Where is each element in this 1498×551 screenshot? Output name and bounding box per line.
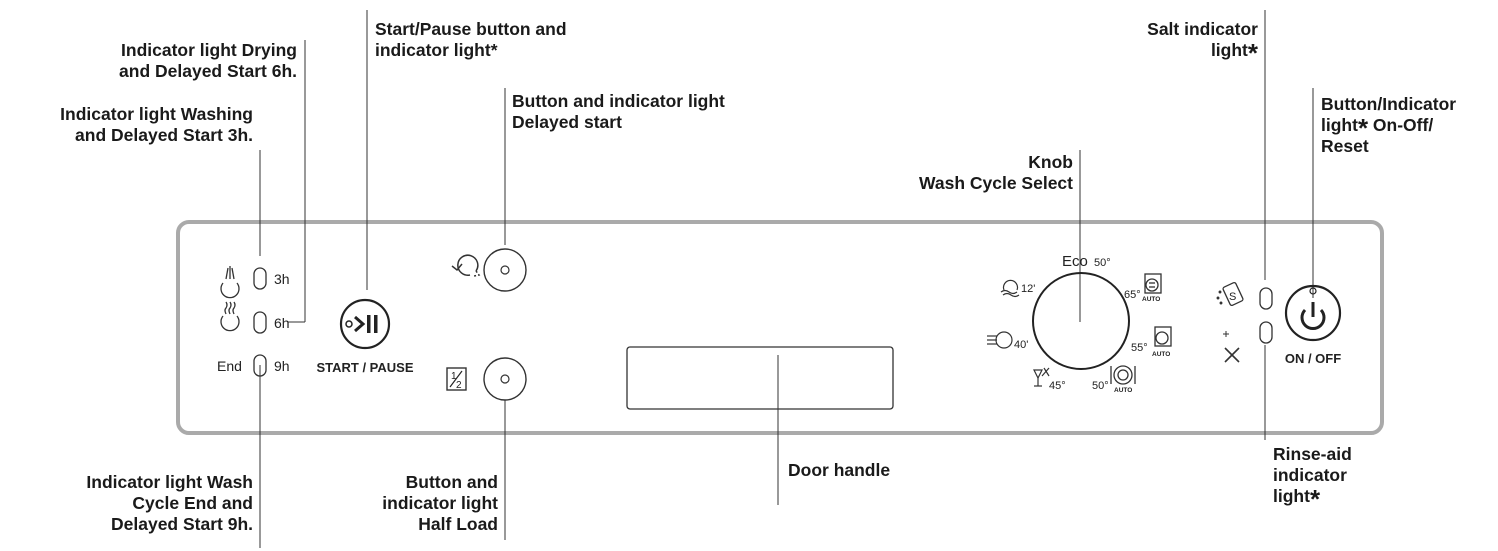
callout-rinse-aid-text: Rinse-aid indicator light [1273,444,1352,506]
callout-drying-6h: Indicator light Drying and Delayed Start… [119,40,297,81]
callout-start-pause-asterisk: * [490,40,498,60]
callout-half-load: Button and indicator light Half Load [382,472,498,534]
delayed-start-button[interactable] [483,248,527,292]
callout-rinse-aid: Rinse-aid indicator light* [1273,444,1352,512]
end-label: End [217,358,242,374]
rinse-aid-icon [1223,331,1240,363]
knob-auto-50: AUTO [1114,387,1132,394]
wash-cycle-knob[interactable] [1032,272,1130,370]
washing-indicator-light [253,267,267,290]
knob-55: 55° [1131,342,1148,354]
door-handle[interactable] [626,346,894,410]
knob-auto-65: AUTO [1142,296,1160,303]
callout-on-off-text-b: On-Off/ Reset [1321,115,1434,156]
hours-3h: 3h [274,271,290,287]
knob-45: 45° [1049,380,1066,392]
knob-auto-55: AUTO [1152,351,1170,358]
knob-12: 12' [1021,283,1035,295]
glass-icon [1033,367,1050,387]
drying-icon [220,301,240,332]
svg-text:1: 1 [451,371,457,382]
callout-knob: Knob Wash Cycle Select [918,152,1073,193]
control-panel-frame [176,220,1384,435]
svg-text:S: S [1229,291,1236,303]
power-icon [1300,302,1326,330]
delay-clock-icon [451,254,481,277]
start-pause-label: START / PAUSE [316,360,413,375]
hours-9h: 9h [274,358,290,374]
knob-50: 50° [1092,380,1109,392]
start-pause-button[interactable] [339,298,391,350]
auto-normal-icon [1154,326,1172,347]
callout-door-handle: Door handle [788,460,891,480]
salt-indicator-light [1259,287,1273,310]
auto-intensive-icon [1110,365,1136,385]
washing-icon [220,266,240,299]
callout-salt-text: Salt indicator light [1147,19,1258,60]
on-off-label: ON / OFF [1285,351,1341,366]
knob-eco-temp: 50° [1094,257,1111,269]
salt-icon: S [1216,281,1244,307]
knob-40: 40' [1014,339,1028,351]
callout-rinse-aid-asterisk: * [1309,484,1321,514]
callout-on-off: Button/Indicator light* On-Off/ Reset [1321,94,1456,157]
on-off-button[interactable] [1284,284,1342,342]
callout-salt: Salt indicator light* [1147,19,1258,66]
knob-eco: Eco [1062,253,1088,270]
prewash-icon [987,331,1013,349]
drying-indicator-light [253,311,267,334]
callout-salt-asterisk: * [1247,38,1258,68]
knob-65: 65° [1124,289,1141,301]
leader-lines [259,10,1314,548]
half-load-icon: 1 2 [446,367,467,391]
auto-light-icon [1144,273,1162,294]
callout-delayed-start: Button and indicator light Delayed start [512,91,725,132]
start-pause-icon [345,315,378,333]
callout-on-off-asterisk: * [1357,113,1369,143]
callout-washing-3h: Indicator light Washing and Delayed Star… [60,104,253,145]
rinse-aid-indicator-light [1259,321,1273,344]
half-load-button[interactable] [483,357,527,401]
svg-text:2: 2 [456,380,462,391]
callout-start-pause: Start/Pause button and indicator light* [375,19,567,61]
rapid-wash-icon [1000,279,1020,298]
callout-on-off-text-a: Button/Indicator light [1321,94,1457,135]
end-indicator-light [253,354,267,377]
hours-6h: 6h [274,315,290,331]
callout-wash-end-9h: Indicator light Wash Cycle End and Delay… [86,472,253,534]
callout-start-pause-text: Start/Pause button and indicator light [375,19,567,60]
